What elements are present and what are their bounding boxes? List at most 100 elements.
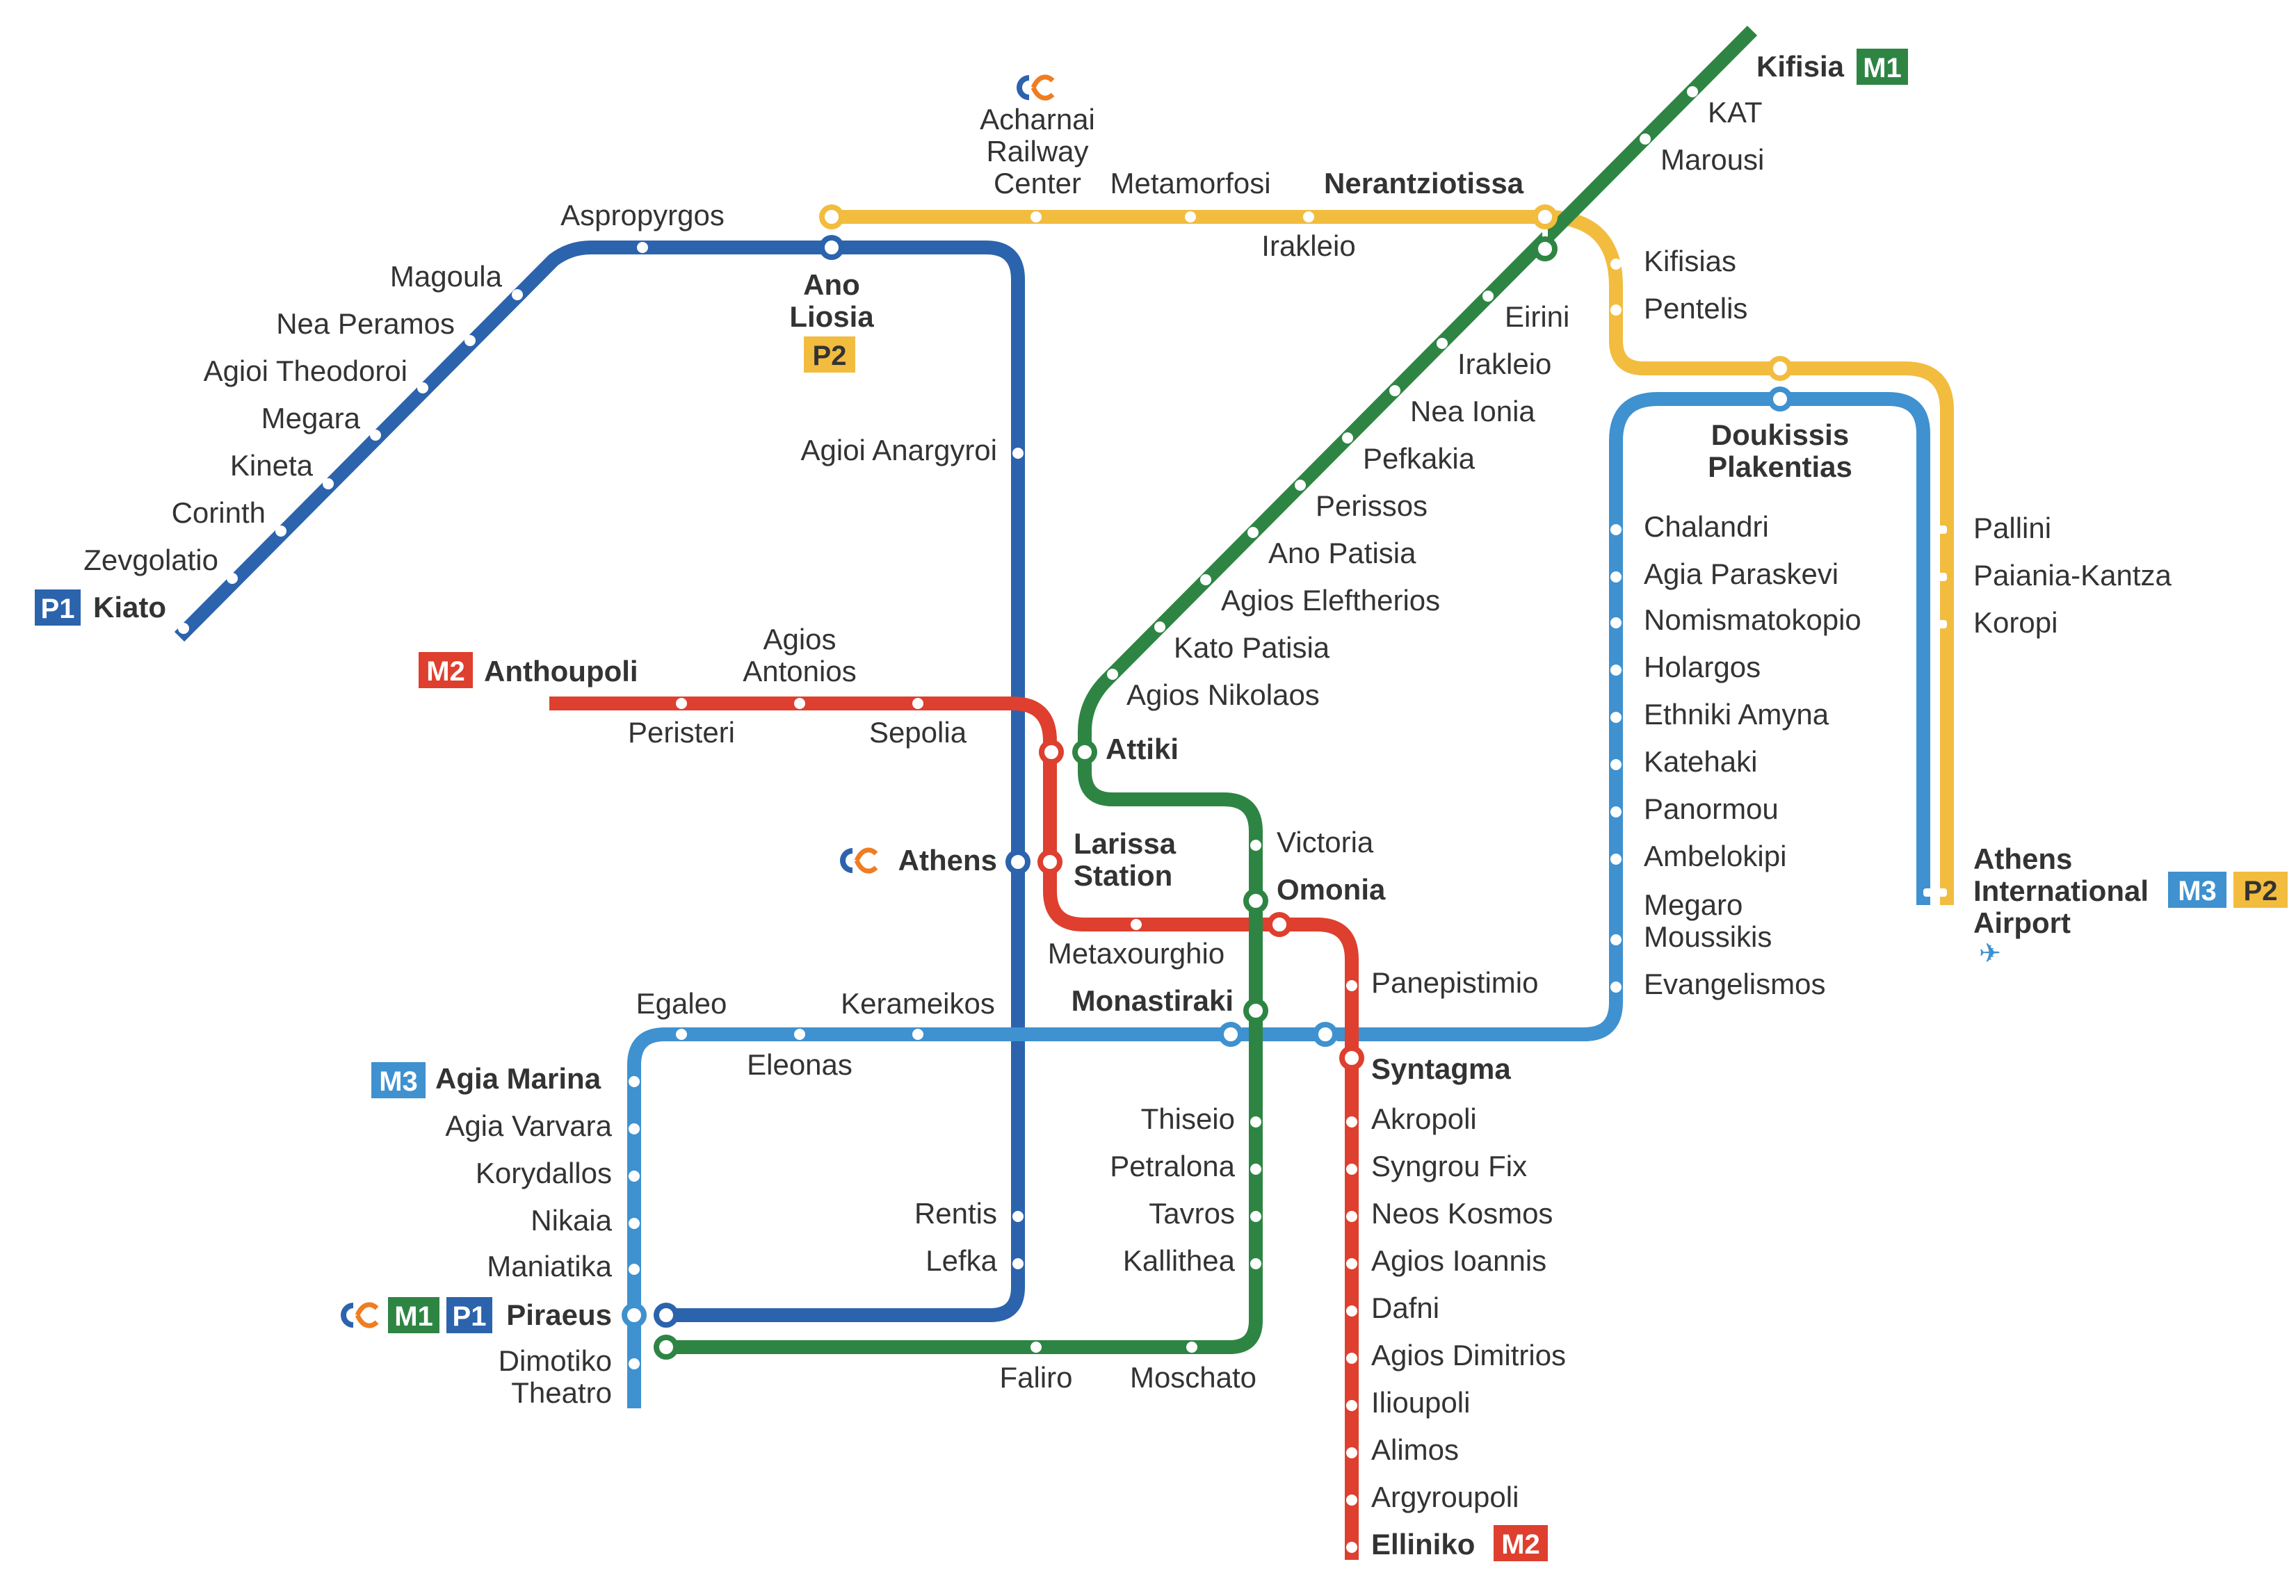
station-label: Zevgolatio	[83, 544, 218, 576]
station-label: Panepistimio	[1371, 966, 1538, 999]
line-p2	[832, 210, 1954, 905]
interchange-marker	[1267, 912, 1292, 937]
station-label: Nea Peramos	[276, 307, 455, 340]
station-label: Ano Patisia	[1268, 537, 1416, 569]
station-label: Neos Kosmos	[1371, 1197, 1553, 1230]
interchange-marker	[1533, 204, 1558, 229]
stop-dot	[1437, 338, 1448, 349]
stop-dot	[1250, 1258, 1261, 1269]
badge-m3	[371, 1062, 426, 1098]
station-label: Agios	[763, 623, 836, 656]
station-label: Maniatika	[487, 1250, 612, 1282]
stop-dot	[1610, 259, 1622, 270]
badge-m1	[388, 1297, 439, 1333]
stop-dot	[1250, 1211, 1261, 1222]
station-label: Ano	[803, 268, 860, 301]
station-label: Agios Dimitrios	[1371, 1339, 1566, 1371]
stop-dot	[227, 573, 238, 584]
station-label: Ambelokipi	[1644, 840, 1786, 872]
stop-dot	[629, 1218, 640, 1229]
station-label: Katehaki	[1644, 745, 1757, 778]
hellenic-train-logo-icon	[341, 1302, 379, 1328]
stop-dot	[1610, 982, 1622, 993]
stop-dot	[676, 698, 687, 709]
stop-dot	[1346, 1447, 1357, 1458]
station-label: Rentis	[914, 1197, 997, 1230]
station-label: Eirini	[1505, 300, 1569, 333]
station-label: Metaxourghio	[1048, 937, 1224, 970]
station-label: Megaro	[1644, 888, 1743, 921]
station-label: Panormou	[1644, 792, 1779, 825]
station-label: Doukissis	[1711, 418, 1849, 451]
station-label: International	[1973, 874, 2149, 907]
badge-p2	[2233, 872, 2288, 908]
station-label: Holargos	[1644, 651, 1761, 683]
line-m3	[627, 392, 1930, 1408]
interchange-marker	[1533, 236, 1558, 261]
stop-dot	[1482, 291, 1494, 302]
interchange-marker	[1243, 998, 1268, 1023]
interchange-marker	[819, 235, 844, 260]
station-label: Lefka	[925, 1244, 997, 1277]
badge-m2-label: M2	[426, 656, 465, 687]
station-label: Egaleo	[636, 987, 727, 1020]
station-label: Paiania-Kantza	[1973, 559, 2172, 592]
station-label: Syngrou Fix	[1371, 1150, 1527, 1182]
badge-p1	[35, 589, 81, 626]
station-label: Theatro	[511, 1376, 612, 1409]
station-label: Victoria	[1277, 826, 1374, 858]
station-label: Magoula	[390, 260, 503, 293]
station-label: Corinth	[172, 496, 266, 529]
station-label: Dafni	[1371, 1292, 1439, 1324]
stop-dot	[1030, 1342, 1042, 1353]
badge-p1	[446, 1297, 492, 1333]
line-badges: M1 P2 P1 M2 M3 M1 P1 M2 M3 P2	[35, 49, 2288, 1561]
stop-dot	[275, 526, 286, 537]
station-label: Antonios	[743, 655, 856, 687]
interchange-marker	[1768, 386, 1793, 412]
line-p1	[174, 241, 1025, 1322]
stop-dot	[1346, 1353, 1357, 1364]
stop-dot	[1610, 304, 1622, 316]
station-label: Piraeus	[506, 1298, 612, 1331]
stop-dot	[637, 242, 648, 253]
stop-dot	[1346, 1305, 1357, 1317]
station-label: Omonia	[1277, 873, 1386, 906]
station-label: Faliro	[999, 1361, 1072, 1394]
badge-p1-label: P1	[453, 1301, 487, 1332]
stop-dot	[1030, 211, 1042, 222]
station-label: Kerameikos	[841, 987, 995, 1020]
stop-dot	[629, 1264, 640, 1275]
stop-dot	[629, 1123, 640, 1134]
station-label: Chalandri	[1644, 510, 1769, 543]
stop-dot	[1610, 571, 1622, 583]
station-label: Ilioupoli	[1371, 1386, 1470, 1419]
stop-dot	[1610, 759, 1622, 770]
station-label: Acharnai	[980, 103, 1095, 136]
stop-dot	[1250, 1116, 1261, 1127]
interchange-marker	[1005, 849, 1030, 874]
stop-dot	[1131, 919, 1142, 930]
stop-dot	[1346, 980, 1357, 991]
stop-dot	[1107, 669, 1118, 680]
station-label: Aspropyrgos	[560, 199, 725, 231]
station-label: Pallini	[1973, 512, 2051, 544]
station-label: Center	[994, 167, 1081, 200]
station-label: Kiato	[93, 591, 166, 624]
network-lines	[174, 25, 1954, 1560]
station-label: Liosia	[789, 300, 874, 333]
station-label: Koropi	[1973, 606, 2057, 639]
station-label: Larissa	[1074, 827, 1177, 860]
stop-dot	[912, 1029, 923, 1040]
station-label: Marousi	[1660, 143, 1764, 176]
stop-dot	[1346, 1542, 1357, 1553]
station-label: Plakentias	[1708, 450, 1852, 483]
stop-dot	[1346, 1258, 1357, 1269]
stop-dot	[629, 1358, 640, 1369]
hellenic-train-logo-icon	[1017, 74, 1055, 101]
stop-dot	[1250, 1164, 1261, 1175]
station-label: Kineta	[230, 449, 314, 482]
stop-dots	[178, 86, 1947, 1553]
station-label: Agios Eleftherios	[1221, 584, 1440, 617]
